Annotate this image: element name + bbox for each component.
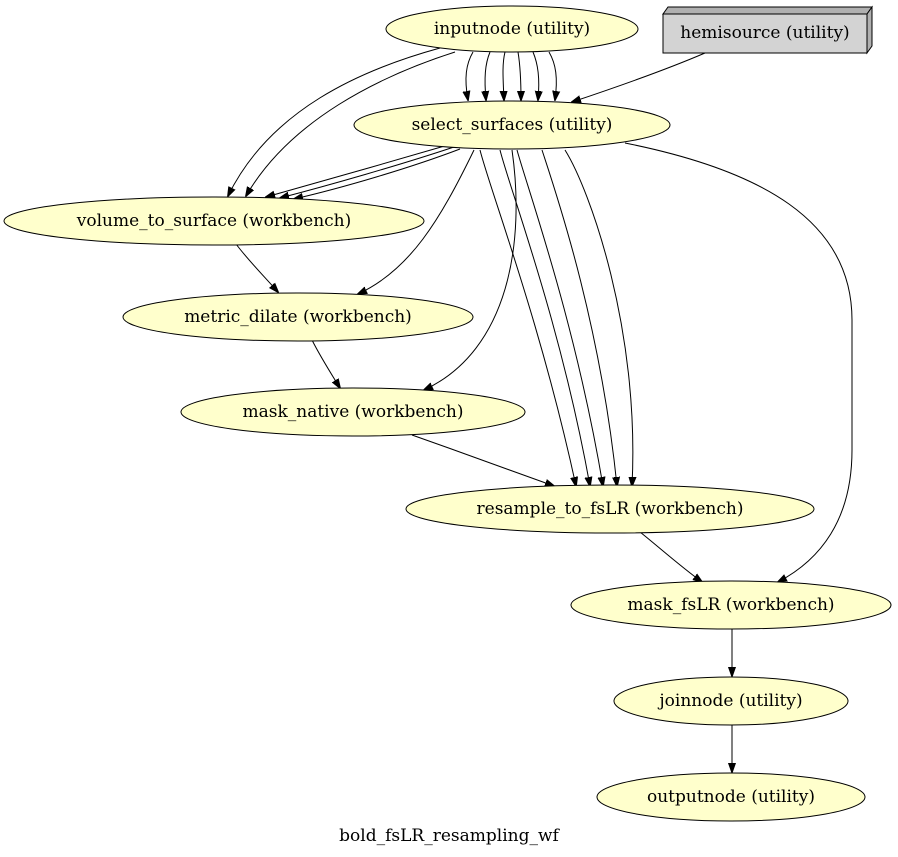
edge-inputnode-to-volume-to-surface-1 [228, 47, 441, 196]
node-label: hemisource (utility) [680, 23, 849, 43]
edge-select-surfaces-to-resample-to-fsLR-1 [479, 149, 576, 486]
edge-select-surfaces-to-resample-to-fsLR-4 [541, 149, 617, 486]
edge-resample-to-fsLR-to-mask-fsLR [639, 531, 702, 582]
node-volume-to-surface: volume_to_surface (workbench) [3, 196, 425, 246]
node-select-surfaces: select_surfaces (utility) [353, 100, 671, 150]
node-metric-dilate: metric_dilate (workbench) [122, 292, 474, 342]
node-resample-to-fsLR: resample_to_fsLR (workbench) [405, 484, 815, 534]
edge-select-surfaces-to-mask-native [424, 149, 517, 390]
edge-inputnode-to-select-surfaces-5 [532, 51, 539, 100]
edge-inputnode-to-select-surfaces-4 [518, 51, 521, 100]
node-label: mask_fsLR (workbench) [627, 595, 834, 615]
node-label: resample_to_fsLR (workbench) [477, 499, 744, 519]
node-mask-native: mask_native (workbench) [180, 387, 526, 437]
node-mask-fsLR: mask_fsLR (workbench) [570, 580, 892, 630]
node-hemisource: hemisource (utility) [662, 5, 873, 55]
edges [228, 47, 853, 772]
node-joinnode: joinnode (utility) [613, 676, 849, 726]
node-label: outputnode (utility) [647, 787, 815, 807]
node-label: volume_to_surface (workbench) [76, 211, 352, 231]
node-label: select_surfaces (utility) [412, 115, 613, 135]
edge-select-surfaces-to-resample-to-fsLR-2 [499, 149, 590, 486]
edge-hemisource-to-select-surfaces [572, 52, 706, 102]
node-label: inputnode (utility) [434, 19, 590, 39]
node-outputnode: outputnode (utility) [596, 772, 866, 822]
edge-inputnode-to-select-surfaces-2 [485, 51, 491, 100]
edge-select-surfaces-to-mask-fsLR [624, 142, 853, 582]
edge-select-surfaces-to-volume-to-surface-1 [266, 144, 449, 197]
node-label: metric_dilate (workbench) [184, 307, 412, 327]
edge-select-surfaces-to-resample-to-fsLR-5 [564, 149, 633, 486]
edge-inputnode-to-select-surfaces-6 [548, 51, 556, 100]
edge-inputnode-to-select-surfaces-3 [503, 51, 505, 100]
graph-title: bold_fsLR_resampling_wf [339, 826, 560, 846]
node-inputnode: inputnode (utility) [385, 5, 639, 53]
edge-volume-to-surface-to-metric-dilate [235, 243, 278, 292]
edge-select-surfaces-to-resample-to-fsLR-3 [516, 149, 603, 486]
edge-select-surfaces-to-volume-to-surface-3 [294, 148, 461, 199]
edge-inputnode-to-volume-to-surface-2 [246, 51, 456, 196]
node-label: mask_native (workbench) [242, 402, 463, 422]
edge-mask-native-to-resample-to-fsLR [411, 434, 554, 486]
edge-select-surfaces-to-metric-dilate [358, 149, 475, 294]
edge-inputnode-to-select-surfaces-1 [466, 51, 474, 100]
node-label: joinnode (utility) [657, 691, 802, 711]
edge-metric-dilate-to-mask-native [311, 339, 340, 388]
edge-select-surfaces-to-volume-to-surface-2 [280, 146, 455, 198]
